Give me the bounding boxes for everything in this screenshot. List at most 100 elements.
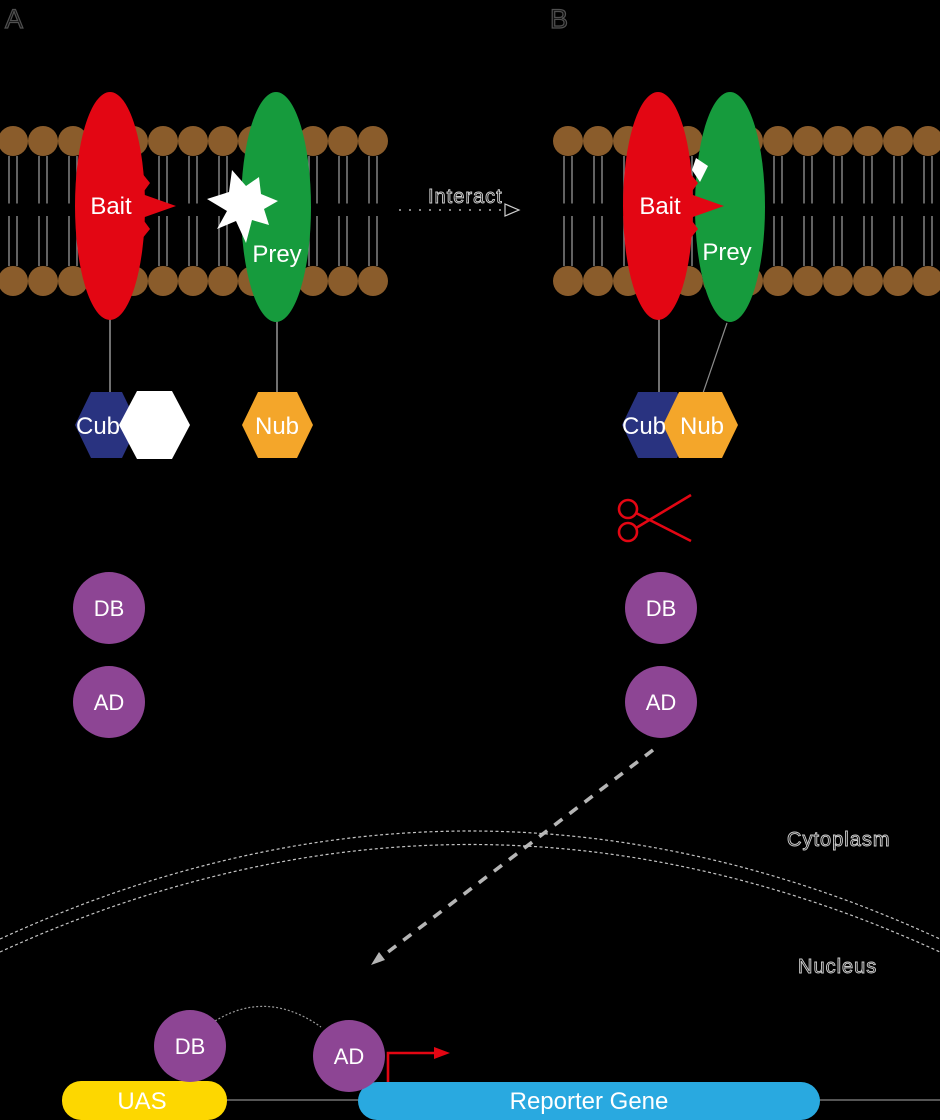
lipid-head — [763, 126, 793, 156]
prey-label-a: Prey — [252, 241, 301, 268]
lipid-head — [28, 266, 58, 296]
lipid-head — [178, 266, 208, 296]
db-circle — [154, 1010, 226, 1082]
ad-label-a: AD — [94, 690, 125, 715]
ad-circle — [625, 666, 697, 738]
nuclear-envelope — [0, 830, 940, 953]
bait-binding-spike — [681, 162, 724, 250]
lipid-head — [853, 266, 883, 296]
nub-hexagon — [663, 392, 738, 458]
lipid-head — [298, 266, 328, 296]
translocation-dashed-line — [386, 748, 655, 954]
cub-label-a: Cub — [76, 413, 120, 440]
prey-protein-a: Prey — [207, 92, 311, 322]
cub-hexagon — [75, 392, 138, 458]
lipid-head — [883, 266, 913, 296]
lipid-head — [913, 126, 940, 156]
db-label-b: DB — [646, 596, 677, 621]
lipid-head — [0, 266, 28, 296]
db-circle — [625, 572, 697, 644]
bait-protein-a: Bait — [75, 92, 176, 320]
ad-label-nucleus: AD — [334, 1044, 365, 1069]
lipid-head — [853, 126, 883, 156]
nuclear-translocation-arrow — [371, 748, 655, 965]
prey-protein-b — [695, 92, 765, 322]
reporter-gene-box — [358, 1082, 820, 1120]
panel-a: A Bait Prey Cub Nub — [0, 3, 388, 738]
lipid-head — [0, 126, 28, 156]
lipid-head — [583, 126, 613, 156]
db-domain-b: DB — [625, 572, 697, 644]
interact-arrow: Interact — [399, 186, 521, 217]
lipid-head — [823, 126, 853, 156]
prey-ellipse — [695, 92, 765, 322]
bait-ellipse — [75, 92, 145, 320]
cub-tag-a: Cub — [75, 391, 190, 459]
ad-label-b: AD — [646, 690, 677, 715]
prey-ellipse — [241, 92, 311, 322]
cytoplasm-label: Cytoplasm — [787, 829, 890, 851]
lipid-head — [583, 266, 613, 296]
prey-label-b: Prey — [702, 239, 751, 266]
translocation-arrowhead — [371, 952, 385, 965]
db-domain-a: DB — [73, 572, 145, 644]
ad-domain-a: AD — [73, 666, 145, 738]
db-ad-connector-arc — [214, 1005, 322, 1028]
nub-tag-a: Nub — [242, 392, 313, 458]
cub-nub-reconstituted: Cub Nub — [622, 392, 738, 458]
prey-nub-linker-b — [702, 322, 728, 394]
nub-slot-hexagon — [119, 391, 190, 459]
lipid-head — [328, 126, 358, 156]
lipid-bilayer-a — [0, 126, 388, 296]
ad-circle — [73, 666, 145, 738]
panel-a-label: A — [5, 4, 23, 34]
uas-label: UAS — [117, 1088, 166, 1115]
bait-label-b: Bait — [639, 193, 681, 220]
star-icon-remnant — [692, 158, 708, 182]
bait-binding-spike — [133, 162, 176, 250]
nub-hexagon — [242, 392, 313, 458]
uas-box — [62, 1081, 227, 1120]
cub-label-b: Cub — [622, 413, 666, 440]
nuclear-envelope-outer-line — [0, 830, 940, 940]
star-icon — [207, 170, 278, 243]
nucleus-label: Nucleus — [798, 956, 877, 978]
lipid-head — [883, 126, 913, 156]
lipid-head — [823, 266, 853, 296]
reporter-gene-label: Reporter Gene — [510, 1088, 669, 1115]
bait-ellipse — [623, 92, 693, 320]
transcription-arrowhead — [434, 1047, 450, 1059]
interact-arrowhead — [504, 203, 521, 217]
scissors-icon — [617, 493, 692, 543]
lipid-head — [148, 266, 178, 296]
lipid-head — [553, 126, 583, 156]
interact-label: Interact — [428, 186, 503, 208]
lipid-head — [208, 126, 238, 156]
lipid-head — [148, 126, 178, 156]
bait-protein-b: Bait — [623, 92, 724, 320]
lipid-head — [208, 266, 238, 296]
lipid-head — [28, 126, 58, 156]
lipid-head — [763, 266, 793, 296]
db-label-nucleus: DB — [175, 1034, 206, 1059]
lipid-head — [358, 266, 388, 296]
transcription-start-arrow — [386, 1047, 450, 1082]
lipid-head — [913, 266, 940, 296]
lipid-head — [793, 266, 823, 296]
panel-b: B Bait Prey Cub Nub — [549, 3, 940, 738]
lipid-head — [793, 126, 823, 156]
nuclear-envelope-inner-line — [0, 843, 940, 953]
ad-domain-nucleus: AD — [313, 1020, 385, 1092]
db-circle — [73, 572, 145, 644]
panel-b-label: B — [550, 4, 568, 34]
lipid-head — [358, 126, 388, 156]
ad-circle — [313, 1020, 385, 1092]
ad-domain-b: AD — [625, 666, 697, 738]
bait-label-a: Bait — [90, 193, 132, 220]
lipid-head — [328, 266, 358, 296]
db-domain-nucleus: DB — [154, 1010, 226, 1082]
nub-label-b: Nub — [680, 413, 724, 440]
lipid-head — [178, 126, 208, 156]
